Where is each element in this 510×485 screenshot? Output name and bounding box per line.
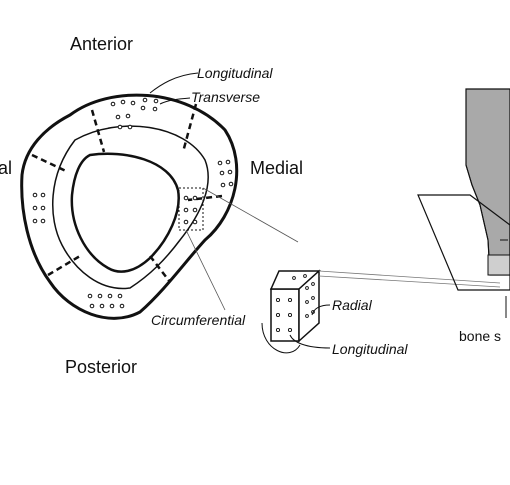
- specimen-cube: [269, 269, 321, 343]
- zoom-line-upper: [202, 187, 299, 243]
- machine-tip: [487, 254, 510, 276]
- bone-cross-section: [20, 93, 299, 320]
- machine-shoulder: [465, 164, 491, 276]
- longitudinal-label-bottom: Longitudinal: [332, 341, 408, 357]
- periosteal-inner-ring: [52, 125, 209, 290]
- region-dividers: [31, 103, 223, 283]
- lateral-label-fragment: al: [0, 158, 12, 178]
- circumferential-label: Circumferential: [151, 312, 246, 328]
- outer-cortex-outline: [20, 93, 239, 320]
- anterior-label: Anterior: [70, 34, 133, 54]
- radial-label: Radial: [332, 297, 373, 313]
- transfer-lines: [318, 270, 501, 288]
- top-leaders: [149, 72, 199, 105]
- bone-specimen-label: bone s: [459, 328, 501, 344]
- transverse-label: Transverse: [191, 89, 260, 105]
- longitudinal-label-top: Longitudinal: [197, 65, 273, 81]
- sampling-holes: [32, 97, 234, 309]
- medullary-cavity: [70, 152, 180, 273]
- cube-holes: [275, 274, 315, 333]
- posterior-label: Posterior: [65, 357, 137, 377]
- cube-leaders: [261, 304, 331, 354]
- zoom-line-lower: [185, 229, 226, 311]
- selection-box: [178, 187, 204, 231]
- medial-label: Medial: [250, 158, 303, 178]
- specimen-plane: [417, 194, 510, 291]
- testing-machine: [417, 88, 510, 318]
